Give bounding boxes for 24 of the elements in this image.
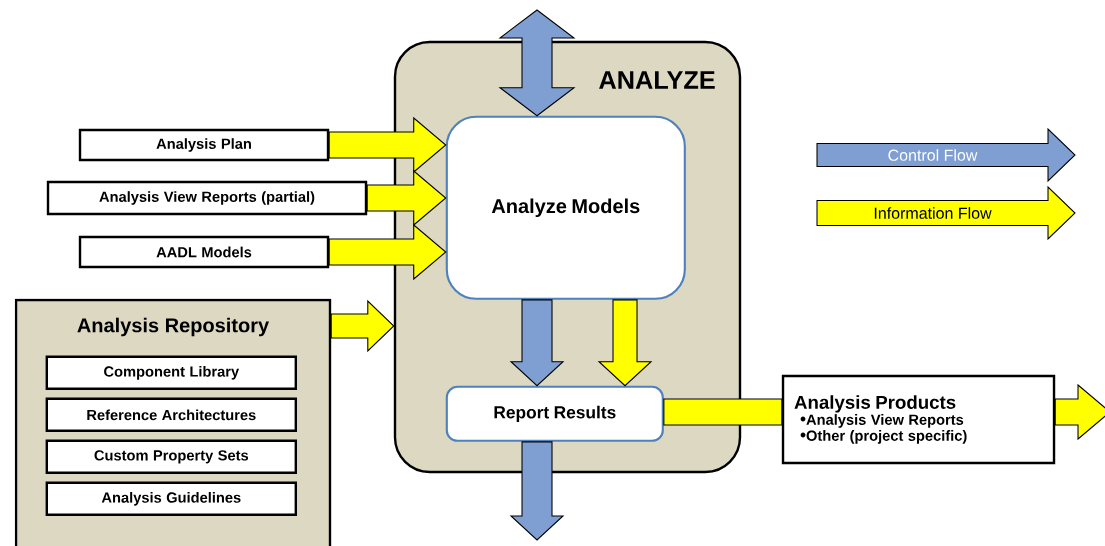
input-box: Analysis Plan xyxy=(78,128,330,162)
block-arrow xyxy=(509,441,565,541)
item-box: Analysis Guidelines xyxy=(45,481,297,516)
heading: ANALYZE xyxy=(599,71,715,89)
block-arrow xyxy=(498,9,576,117)
block-arrow xyxy=(328,223,447,281)
heading: Analysis Repository xyxy=(77,317,269,337)
products-box: Analysis Products Analysis View Reports Other (project specific) xyxy=(781,374,1056,465)
block-arrow xyxy=(663,398,783,426)
block-arrow xyxy=(366,169,447,227)
legend-label: Information Flow xyxy=(874,207,992,219)
block-arrow xyxy=(1054,383,1105,441)
legend-label: Control Flow xyxy=(888,149,978,161)
block-arrow xyxy=(328,116,447,174)
process-box: Analyze Models xyxy=(445,115,686,300)
process-box: Report Results xyxy=(445,385,664,442)
block-arrow xyxy=(509,299,565,387)
item-box: Custom Property Sets xyxy=(45,439,297,474)
input-box: AADL Models xyxy=(78,235,330,269)
block-arrow xyxy=(597,299,653,387)
input-box: Analysis View Reports (partial) xyxy=(46,180,368,216)
item-box: Reference Architectures xyxy=(45,397,297,432)
item-box: Component Library xyxy=(45,355,297,390)
block-arrow xyxy=(330,299,395,353)
